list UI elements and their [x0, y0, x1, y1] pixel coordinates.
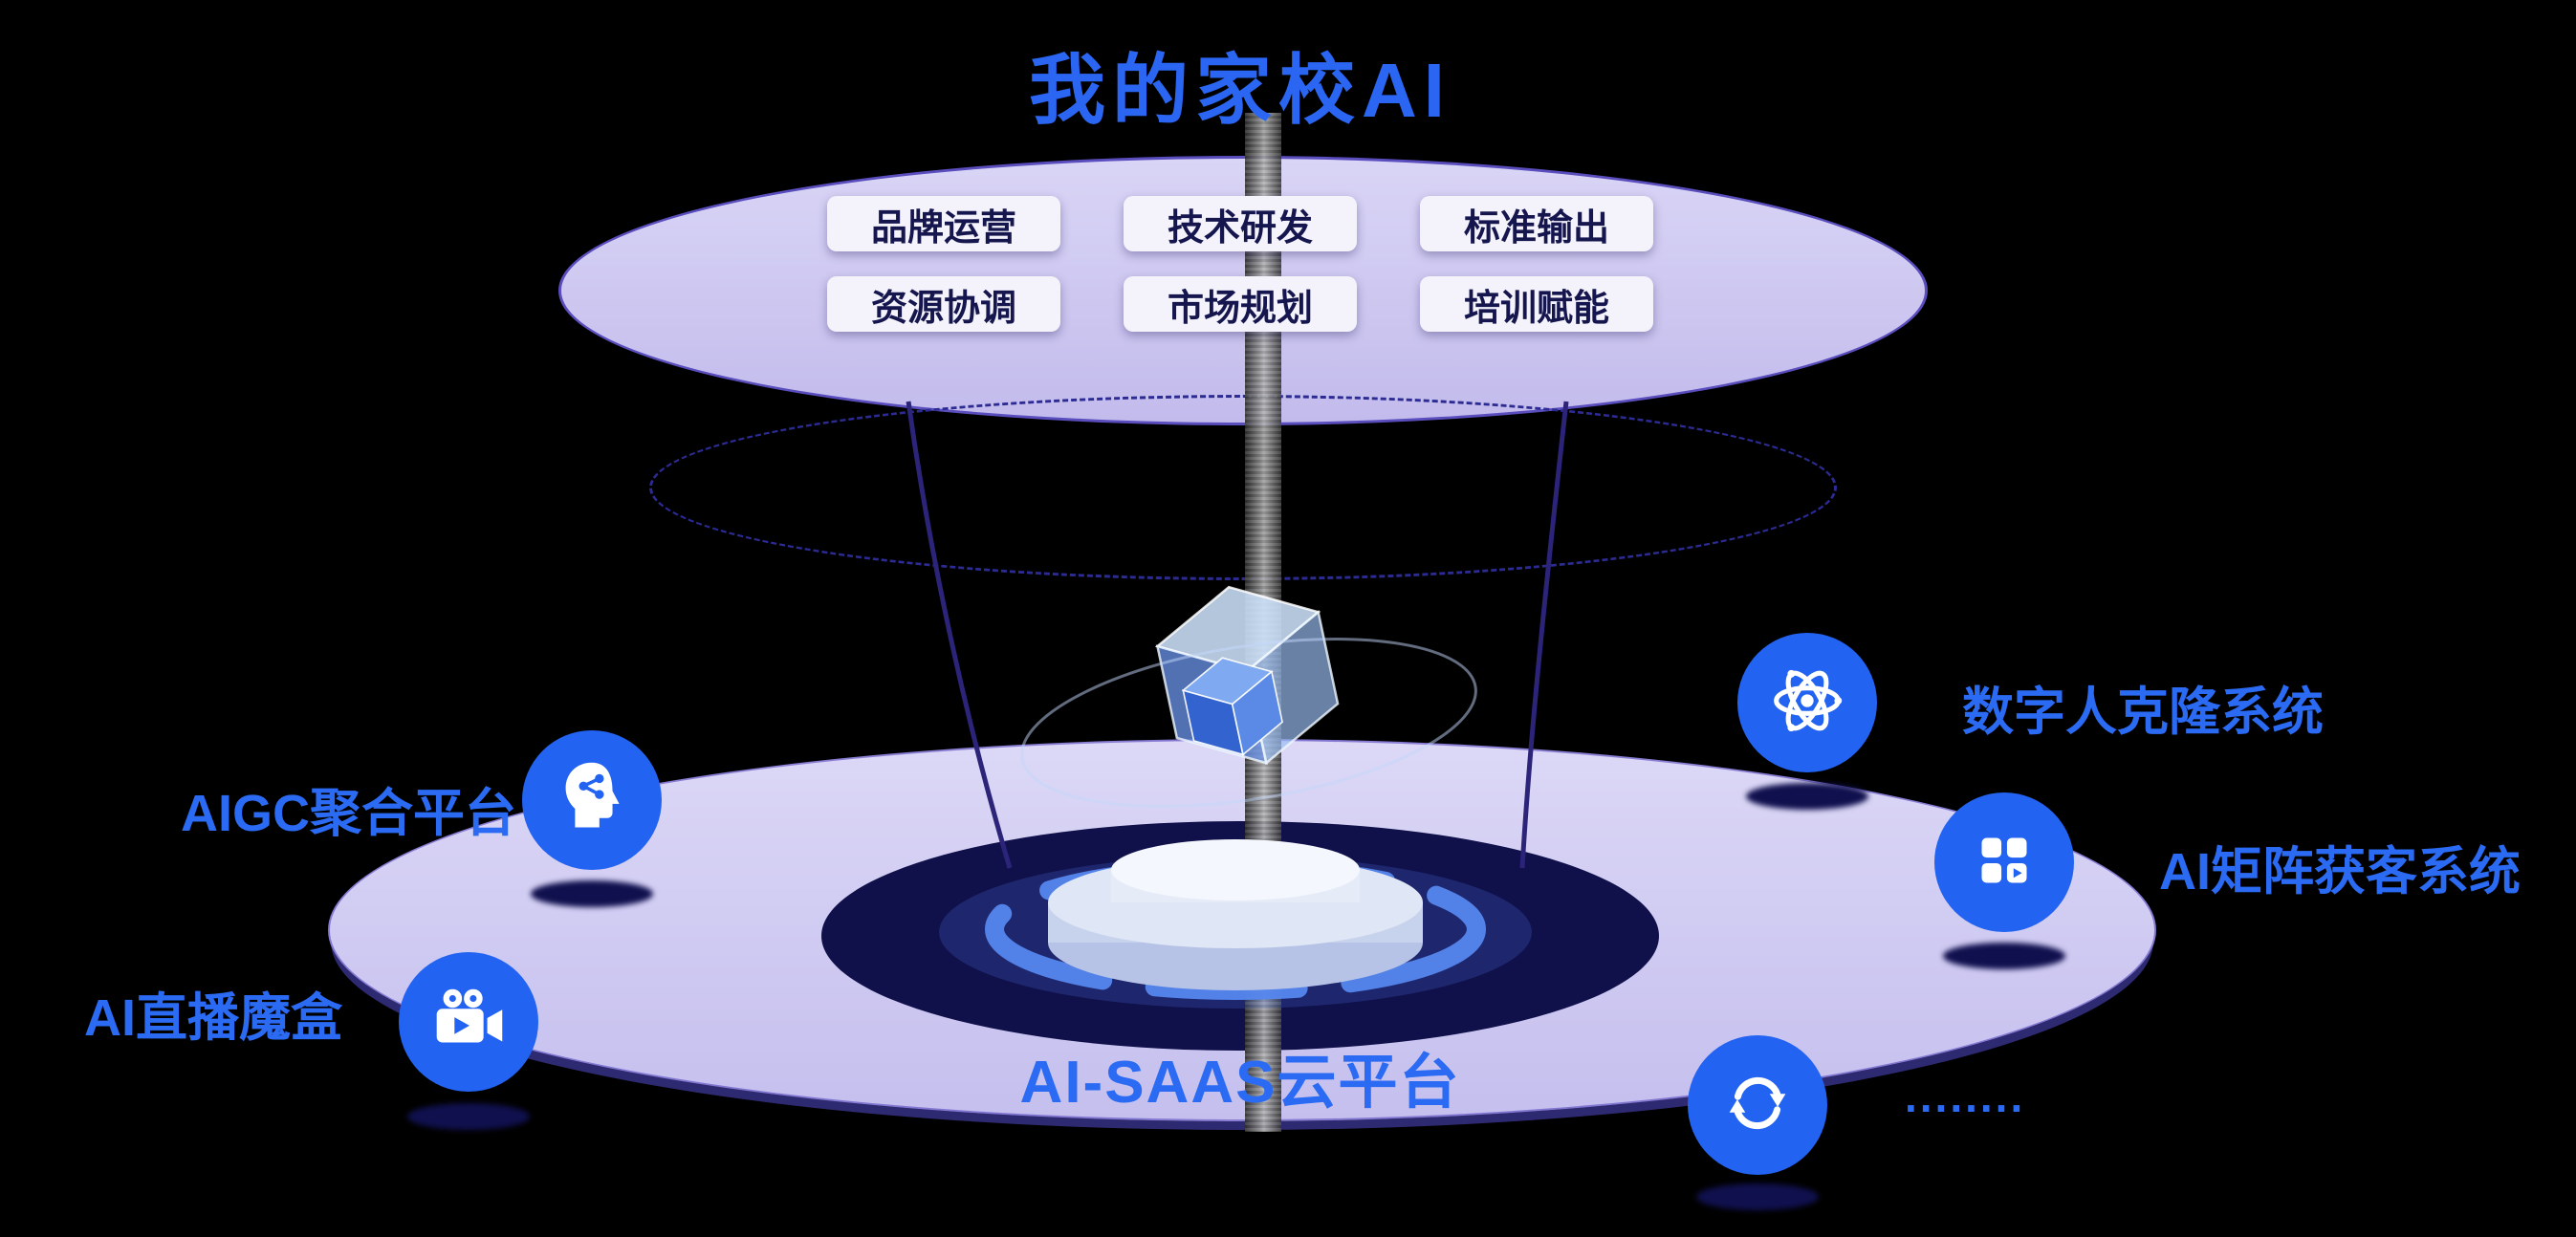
- capability-pill: 品牌运营: [827, 196, 1060, 251]
- capability-pills: 品牌运营 技术研发 标准输出 资源协调 市场规划 培训赋能: [558, 196, 1922, 332]
- capability-pill: 市场规划: [1124, 276, 1357, 332]
- icon-shadow: [1746, 783, 1868, 810]
- icon-shadow: [407, 1103, 530, 1130]
- platform-inner-ellipse: [821, 821, 1659, 1051]
- page-title: 我的家校AI: [1029, 48, 1452, 133]
- platform-label: AI-SAAS云平台: [1019, 1050, 1461, 1116]
- capability-pill: 培训赋能: [1420, 276, 1653, 332]
- feature-icon-more: [1688, 1035, 1827, 1175]
- feature-icon-aigc: [522, 730, 662, 870]
- feature-icon-matrix: [1934, 792, 2074, 932]
- capability-pill: 标准输出: [1420, 196, 1653, 251]
- more-dots: ........: [1905, 1072, 2026, 1121]
- pill-row-1: 品牌运营 技术研发 标准输出: [827, 196, 1653, 251]
- feature-label-matrix: AI矩阵获客系统: [2159, 843, 2521, 901]
- app-grid-icon: [1959, 815, 2049, 910]
- capability-pill: 技术研发: [1124, 196, 1357, 251]
- video-camera-icon: [424, 975, 513, 1070]
- feature-icon-live: [399, 952, 538, 1092]
- atom-icon: [1762, 656, 1852, 750]
- capability-pill: 资源协调: [827, 276, 1060, 332]
- pill-row-2: 资源协调 市场规划 培训赋能: [827, 276, 1653, 332]
- ai-head-icon: [547, 753, 637, 848]
- sync-icon: [1713, 1058, 1802, 1153]
- icon-shadow: [1696, 1183, 1819, 1210]
- feature-icon-clone: [1737, 633, 1877, 772]
- feature-label-clone: 数字人克隆系统: [1962, 684, 2324, 741]
- feature-label-live: AI直播魔盒: [84, 989, 342, 1047]
- icon-shadow: [531, 880, 653, 907]
- icon-shadow: [1943, 943, 2065, 969]
- dashed-orbit-ellipse: [649, 395, 1837, 580]
- feature-label-aigc: AIGC聚合平台: [181, 785, 516, 842]
